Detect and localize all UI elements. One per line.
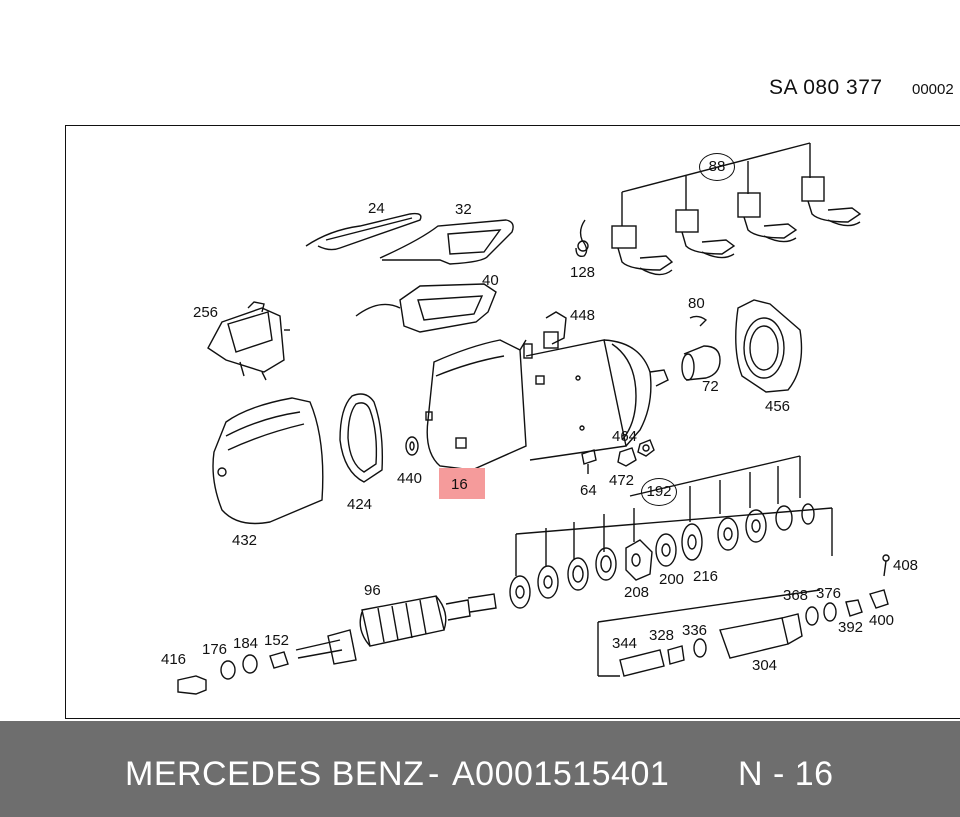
label-464: 464 [612,428,638,445]
spring-128 [575,219,589,258]
label-304: 304 [752,657,778,674]
starter-body [425,339,669,471]
label-64: 64 [580,482,597,499]
washer-184 [242,654,258,674]
label-152: 152 [264,632,290,649]
label-424: 424 [347,496,373,513]
label-440: 440 [397,470,423,487]
bearing-456 [735,299,803,393]
seal-40 [355,283,497,333]
label-432: 432 [232,532,258,549]
washer-440 [405,436,419,456]
label-176: 176 [202,641,228,658]
label-408: 408 [893,557,919,574]
label-336: 336 [682,622,708,639]
diagram-frame [65,125,960,719]
starter-motor-exploded-diagram [177,142,890,695]
gasket-424 [339,393,383,483]
bushing-152 [269,651,289,669]
diagram-header-code: SA 080 377 [769,76,883,99]
highlight-box [439,468,485,499]
label-80: 80 [688,295,705,312]
label-456: 456 [765,398,791,415]
label-184: 184 [233,635,259,652]
label-416: 416 [161,651,187,668]
label-328: 328 [649,627,675,644]
label-472: 472 [609,472,635,489]
highlight-label-16: 16 [451,476,468,493]
brush-assembly-88 [611,142,862,276]
footer-ref: N - 16 [738,755,834,793]
label-40: 40 [482,272,499,289]
label-200: 200 [659,571,685,588]
washer-176 [220,660,236,680]
label-96: 96 [364,582,381,599]
label-344: 344 [612,635,638,652]
nut-472 [617,447,637,467]
label-128: 128 [570,264,596,281]
label-192-circle: 192 [641,478,677,506]
label-448: 448 [570,307,596,324]
seal-24 [305,212,422,251]
armature-96 [295,593,497,665]
cover-432 [212,397,324,525]
label-376: 376 [816,585,842,602]
footer-brand: MERCEDES BENZ [125,755,425,793]
fitting-448 [543,311,567,349]
bearing-416 [177,675,207,695]
label-208: 208 [624,584,650,601]
solenoid-256 [207,301,290,381]
nut-464 [637,439,655,457]
label-400: 400 [869,612,895,629]
label-368: 368 [783,587,809,604]
label-32: 32 [455,201,472,218]
label-24: 24 [368,200,385,217]
pin-408 [882,554,890,577]
label-256: 256 [193,304,219,321]
footer-part-number: A0001515401 [452,755,670,793]
footer-bar: MERCEDES BENZ - A0001515401 N - 16 [0,721,960,817]
clip-80 [689,315,708,327]
label-216: 216 [693,568,719,585]
diagram-header-number: 00002 [912,81,954,98]
bushing-72 [681,345,721,381]
screw-64 [581,449,597,474]
label-88-circle: 88 [699,153,735,181]
washer-stack-192 [509,455,833,609]
footer-separator: - [428,755,440,793]
pinion-group [597,589,889,677]
label-72: 72 [702,378,719,395]
label-392: 392 [838,619,864,636]
seal-32 [379,219,514,265]
